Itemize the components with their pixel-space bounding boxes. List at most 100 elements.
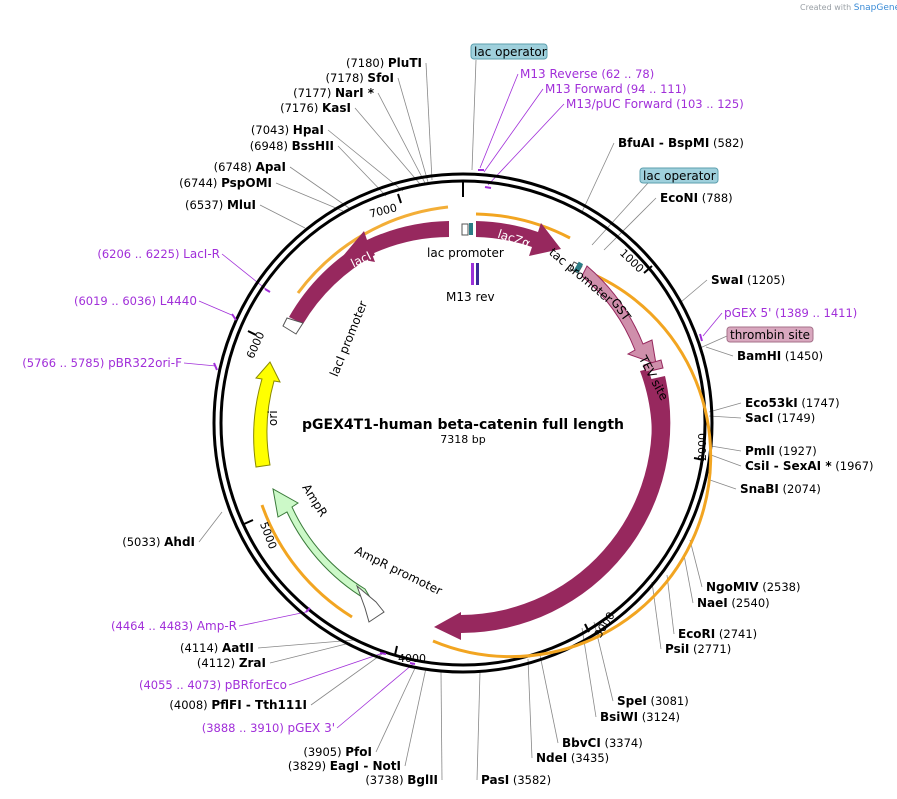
thrombin-site-box[interactable]: thrombin site — [726, 326, 814, 343]
feature-ctnnb1-arrow[interactable] — [461, 376, 671, 633]
primer-label[interactable]: M13 Reverse (62 .. 78) — [520, 67, 654, 81]
left-site-label[interactable]: (3738) BglII — [365, 773, 438, 787]
left-site-label[interactable]: (6748) ApaI — [214, 160, 286, 174]
tick-6000 — [247, 330, 257, 336]
lac-operator-box-top[interactable]: lac operator — [470, 43, 548, 60]
leader-line — [425, 62, 433, 181]
site-name: EagI — [330, 759, 359, 773]
leader-line — [289, 166, 350, 209]
left-site-label[interactable]: (6948) BssHII — [250, 139, 334, 153]
site-position: (3081) — [647, 694, 689, 708]
feature-laci-promoter[interactable] — [282, 317, 304, 335]
right-site-label[interactable]: NgoMIV (2538) — [706, 580, 800, 594]
primer-label[interactable]: M13 Forward (94 .. 111) — [545, 82, 687, 96]
primer-leader — [238, 611, 307, 627]
left-site-label[interactable]: (7177) NarI * — [293, 86, 375, 100]
left-site-label[interactable]: (6744) PspOMI — [179, 176, 272, 190]
lac-operator-mark-2[interactable] — [573, 261, 584, 273]
feature-lacZ-arrow[interactable] — [476, 221, 561, 256]
site-name: PsiI — [665, 642, 689, 656]
left-site-label[interactable]: (3905) PfoI — [303, 745, 372, 759]
tick-3000 — [584, 623, 590, 633]
feature-lac-promoter[interactable] — [461, 223, 469, 236]
site-position: (3905) — [303, 745, 345, 759]
lac-operator-box-right[interactable]: lac operator — [639, 167, 719, 184]
left-site-label[interactable]: (4114) AatII — [180, 641, 254, 655]
site-name-2: SexAI * — [783, 459, 832, 473]
left-site-label[interactable]: (7180) PluTI — [346, 56, 422, 70]
tick-label-7000: 7000 — [368, 201, 398, 220]
credit-text: Created with SnapGene — [800, 3, 897, 13]
right-site-label[interactable]: BfuAI - BspMI (582) — [618, 136, 744, 150]
tick-label-4000: 4000 — [398, 652, 426, 665]
right-site-label[interactable]: PasI (3582) — [481, 773, 551, 787]
left-site-label[interactable]: (4008) PflFI - Tth111I — [169, 698, 307, 712]
primer-mark-m13-fwd — [484, 186, 492, 189]
leader-line — [198, 511, 223, 543]
right-site-label[interactable]: Eco53kI (1747) — [745, 396, 840, 410]
site-position: (2538) — [759, 580, 801, 594]
site-position: (3582) — [509, 773, 551, 787]
primer-leader — [198, 300, 235, 317]
left-site-label[interactable]: (7043) HpaI — [251, 123, 324, 137]
leader-line — [275, 182, 344, 212]
tick-label-6000: 6000 — [244, 330, 267, 361]
right-site-label[interactable]: SpeI (3081) — [617, 694, 689, 708]
primer-label[interactable]: M13/pUC Forward (103 .. 125) — [566, 97, 744, 111]
primer-label[interactable]: (4464 .. 4483) Amp-R — [111, 619, 237, 633]
site-name-2: Tth111I — [255, 698, 307, 712]
feature-m13rev-mark-a[interactable] — [471, 263, 474, 285]
site-name: NaeI — [697, 596, 728, 610]
plasmid-name: pGEX4T1-human beta-catenin full length — [302, 417, 624, 433]
backbone-outer-ring — [212, 172, 714, 674]
primer-label[interactable]: (6019 .. 6036) L4440 — [74, 294, 197, 308]
left-site-label[interactable]: (7176) KasI — [280, 101, 351, 115]
right-site-label[interactable]: SnaBI (2074) — [740, 482, 821, 496]
primer-label[interactable]: (3888 .. 3910) pGEX 3' — [202, 721, 335, 735]
right-site-label[interactable]: EcoNI (788) — [660, 191, 733, 205]
feature-gst-arrow[interactable] — [581, 265, 657, 365]
site-position: (7177) — [293, 86, 335, 100]
tick-4000 — [394, 645, 398, 656]
right-site-label[interactable]: PmlI (1927) — [745, 444, 817, 458]
site-name: NdeI — [536, 751, 567, 765]
feature-tev-site[interactable] — [643, 359, 664, 373]
primer-name: M13/pUC Forward — [566, 97, 673, 111]
right-site-label[interactable]: BsiWI (3124) — [600, 710, 680, 724]
left-site-label[interactable]: (6537) MluI — [185, 198, 256, 212]
primer-leader — [183, 362, 217, 367]
left-site-label[interactable]: (3829) EagI - NotI — [288, 759, 401, 773]
primer-label[interactable]: (5766 .. 5785) pBR322ori-F — [22, 356, 182, 370]
feature-m13rev-mark-b[interactable] — [476, 263, 479, 285]
right-site-label[interactable]: SwaI (1205) — [711, 273, 785, 287]
feature-lacI-body[interactable] — [289, 240, 375, 324]
right-site-label[interactable]: PsiI (2771) — [665, 642, 731, 656]
primer-label[interactable]: (4055 .. 4073) pBRforEco — [139, 678, 287, 692]
site-position: (6748) — [214, 160, 256, 174]
right-site-label[interactable]: BamHI (1450) — [737, 349, 823, 363]
right-site-label[interactable]: CsiI - SexAI * (1967) — [745, 459, 874, 473]
leader-line — [593, 621, 614, 702]
thrombin-site-text: thrombin site — [730, 328, 810, 342]
lac-operator-text-right: lac operator — [643, 169, 716, 183]
site-position: (6744) — [179, 176, 221, 190]
site-name: BbvCI — [562, 736, 601, 750]
lac-operator-mark-1[interactable] — [469, 223, 473, 235]
right-site-label[interactable]: NaeI (2540) — [697, 596, 770, 610]
right-site-label[interactable]: EcoRI (2741) — [678, 627, 757, 641]
leader-line — [708, 402, 742, 413]
left-site-label[interactable]: (4112) ZraI — [197, 656, 266, 670]
right-site-label[interactable]: BbvCI (3374) — [562, 736, 643, 750]
right-site-label[interactable]: NdeI (3435) — [536, 751, 609, 765]
primer-label[interactable]: pGEX 5' (1389 .. 1411) — [724, 306, 857, 320]
left-site-label[interactable]: (5033) AhdI — [122, 535, 195, 549]
primer-mark-pgex5 — [699, 333, 703, 342]
feature-ori-arrow[interactable] — [253, 361, 281, 468]
feature-ampr-promoter[interactable] — [355, 584, 385, 623]
left-site-label[interactable]: (7178) SfoI — [326, 71, 394, 85]
leader-line — [705, 346, 734, 357]
right-site-label[interactable]: SacI (1749) — [745, 411, 815, 425]
right-site-labels: BfuAI - BspMI (582) EcoNI (788) SwaI (1205… — [481, 136, 874, 787]
primer-label[interactable]: (6206 .. 6225) LacI-R — [97, 247, 220, 261]
label-m13-rev: M13 rev — [446, 290, 495, 304]
